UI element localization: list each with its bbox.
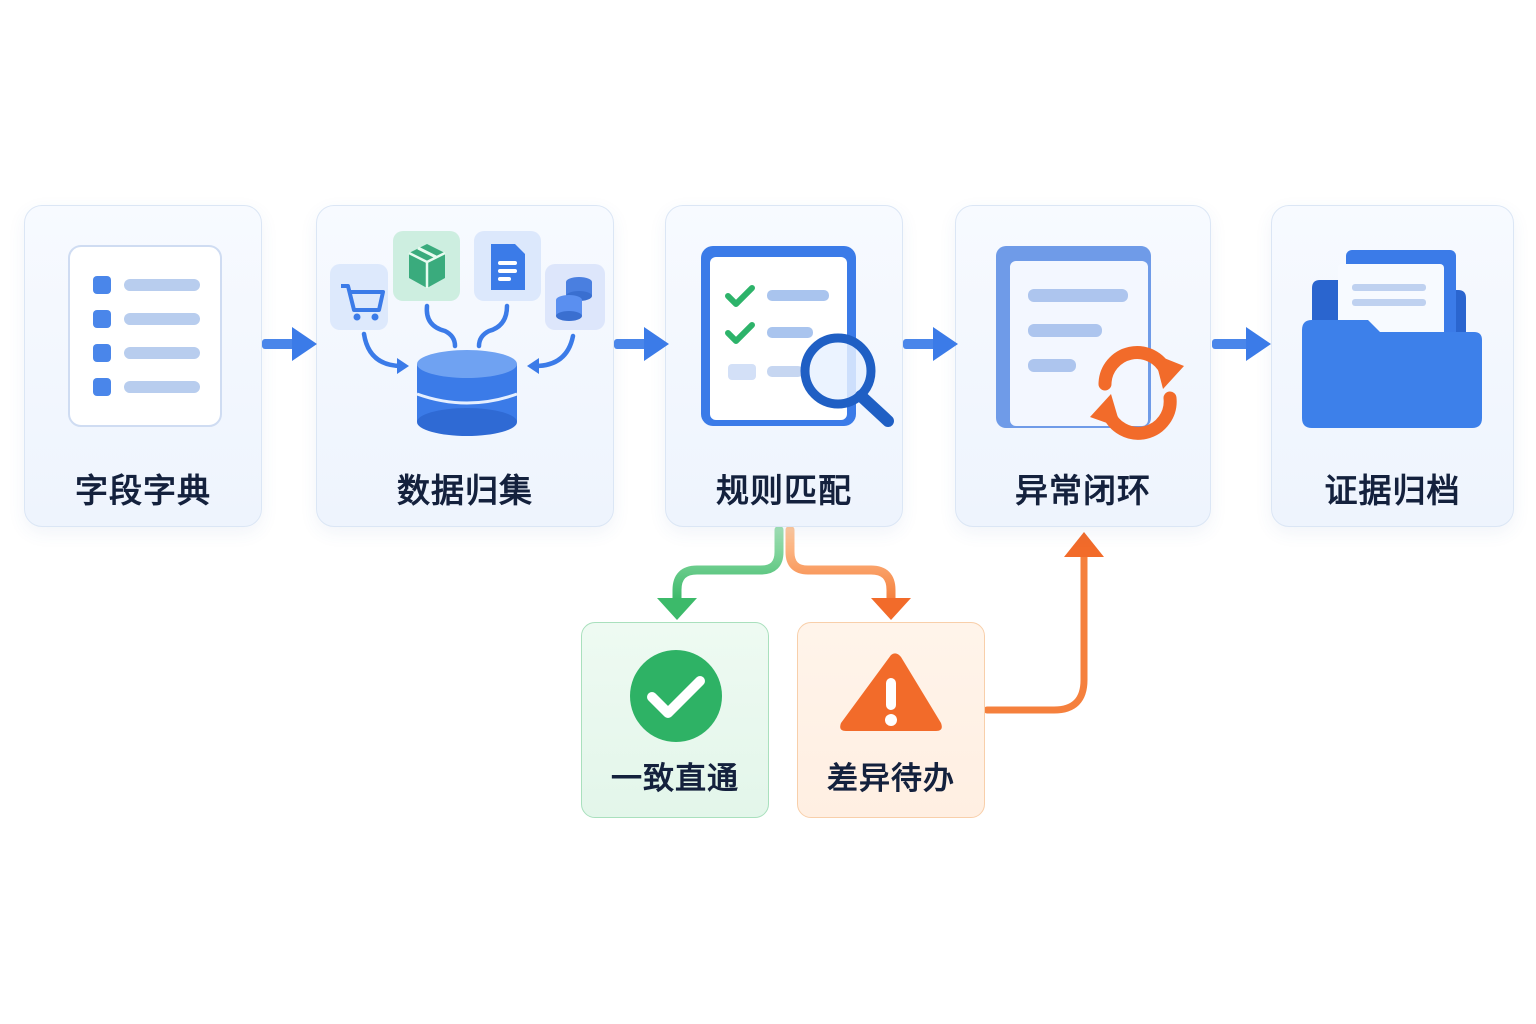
stage-label-data-collection: 数据归集 bbox=[397, 471, 533, 510]
connector-match-to-diff bbox=[785, 525, 896, 605]
stage-card-field-dictionary: 字段字典 bbox=[24, 205, 262, 527]
warning-triangle-icon bbox=[840, 653, 942, 731]
connector-arrowhead-green bbox=[657, 598, 697, 620]
folder-archive-icon bbox=[1302, 250, 1482, 428]
outcome-label-difference: 差异待办 bbox=[827, 761, 955, 797]
magnifier-icon bbox=[800, 333, 894, 427]
outcome-label-consistent: 一致直通 bbox=[611, 761, 739, 797]
list-document-icon bbox=[68, 245, 222, 427]
stage-card-exception-loop: 异常闭环 bbox=[955, 205, 1211, 527]
database-icon bbox=[416, 350, 518, 436]
stage-card-data-collection: 数据归集 bbox=[316, 205, 614, 527]
flow-arrow-2 bbox=[614, 327, 669, 361]
checklist-search-icon bbox=[701, 246, 894, 427]
flow-arrow-1 bbox=[262, 327, 317, 361]
document-sync-icon bbox=[996, 246, 1184, 440]
package-icon bbox=[393, 231, 460, 301]
connector-diff-to-exception bbox=[983, 551, 1088, 714]
stage-label-field-dictionary: 字段字典 bbox=[75, 471, 211, 510]
sync-icon bbox=[1090, 346, 1184, 440]
stage-label-evidence-archive: 证据归档 bbox=[1324, 471, 1461, 510]
outcome-card-difference: 差异待办 bbox=[797, 622, 985, 818]
outcome-card-consistent: 一致直通 bbox=[581, 622, 769, 818]
connector-arrowhead-up bbox=[1064, 532, 1104, 557]
coins-icon bbox=[545, 264, 605, 330]
stage-label-exception-loop: 异常闭环 bbox=[1015, 471, 1151, 510]
check-circle-icon bbox=[630, 650, 722, 742]
stage-card-evidence-archive: 证据归档 bbox=[1271, 205, 1514, 527]
stage-label-rule-matching: 规则匹配 bbox=[716, 471, 852, 510]
connector-arrowhead-orange bbox=[871, 598, 911, 620]
cart-icon bbox=[330, 264, 388, 330]
stage-card-rule-matching: 规则匹配 bbox=[665, 205, 903, 527]
database-collect-icon bbox=[330, 231, 605, 436]
flow-arrow-3 bbox=[903, 327, 958, 361]
flow-arrow-4 bbox=[1212, 327, 1271, 361]
document-icon bbox=[474, 231, 541, 301]
connector-match-to-consistent bbox=[672, 525, 784, 605]
